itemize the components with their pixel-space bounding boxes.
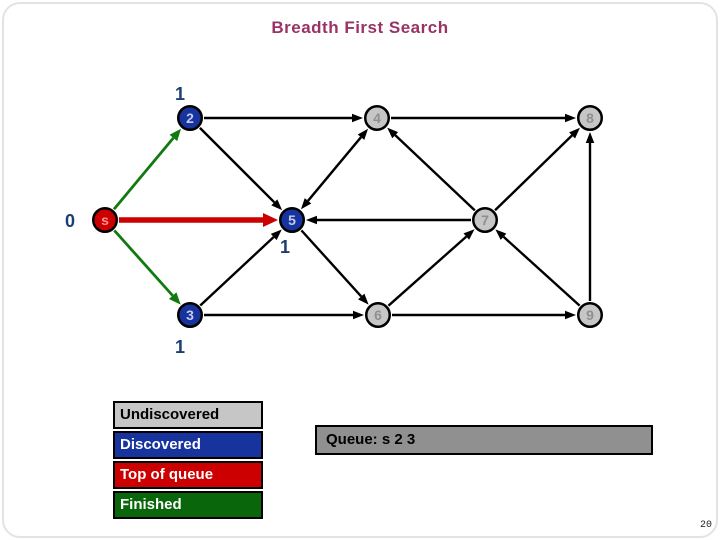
legend-item-top-of-queue: Top of queue <box>113 461 263 489</box>
queue-display: Queue: s 2 3 <box>315 425 653 455</box>
graph-node-label-2: 2 <box>186 110 194 126</box>
graph-node-7 <box>472 207 498 233</box>
graph-node-label-6: 6 <box>374 307 382 323</box>
edge-9-7 <box>502 235 581 307</box>
arrowhead <box>569 127 580 139</box>
graph-node-5 <box>279 207 305 233</box>
edge-5-6 <box>300 229 363 298</box>
arrowhead <box>358 293 369 305</box>
graph-node-label-7: 7 <box>481 212 489 228</box>
legend: Undiscovered Discovered Top of queue Fin… <box>113 401 263 521</box>
arrowhead <box>352 113 363 123</box>
arrowhead <box>357 128 369 140</box>
arrowhead <box>263 213 278 227</box>
graph-node-2 <box>177 105 203 131</box>
graph-node-label-3: 3 <box>186 307 194 323</box>
arrowhead <box>168 292 181 305</box>
edge-s-3 <box>113 229 174 297</box>
graph-node-8 <box>577 105 603 131</box>
graph-node-6 <box>365 302 391 328</box>
arrowhead <box>387 127 399 139</box>
distance-label-2: 1 <box>175 84 185 104</box>
arrowhead <box>463 229 475 240</box>
legend-item-undiscovered: Undiscovered <box>113 401 263 429</box>
legend-item-discovered: Discovered <box>113 431 263 459</box>
arrowhead <box>169 128 182 142</box>
edge-6-7 <box>387 235 468 307</box>
arrowhead <box>300 198 312 210</box>
distance-label-3: 1 <box>175 337 185 357</box>
edge-7-4 <box>394 134 476 212</box>
edge-5-4 <box>307 136 362 202</box>
legend-item-finished: Finished <box>113 491 263 519</box>
graph-node-label-9: 9 <box>586 307 594 323</box>
arrowhead <box>353 310 364 320</box>
arrowhead <box>585 132 595 143</box>
edge-3-5 <box>199 236 275 307</box>
edge-7-8 <box>494 134 573 212</box>
edge-2-5 <box>199 127 276 204</box>
arrowhead <box>306 215 317 225</box>
arrowhead <box>271 199 283 211</box>
graph-node-label-s: s <box>101 212 109 228</box>
distance-label-s: 0 <box>65 211 75 231</box>
arrowhead <box>565 310 576 320</box>
graph-node-label-5: 5 <box>288 212 296 228</box>
page-number: 20 <box>699 520 712 531</box>
slide-title: Breadth First Search <box>271 18 449 37</box>
graph-node-s <box>92 207 118 233</box>
graph-node-label-8: 8 <box>586 110 594 126</box>
graph-node-9 <box>577 302 603 328</box>
distance-label-5: 1 <box>280 237 290 257</box>
arrowhead <box>270 229 282 241</box>
edge-s-2 <box>112 137 175 211</box>
arrowhead <box>565 113 576 123</box>
graph-node-4 <box>364 105 390 131</box>
graph-node-3 <box>177 302 203 328</box>
arrowhead <box>495 229 507 240</box>
graph-node-label-4: 4 <box>373 110 381 126</box>
